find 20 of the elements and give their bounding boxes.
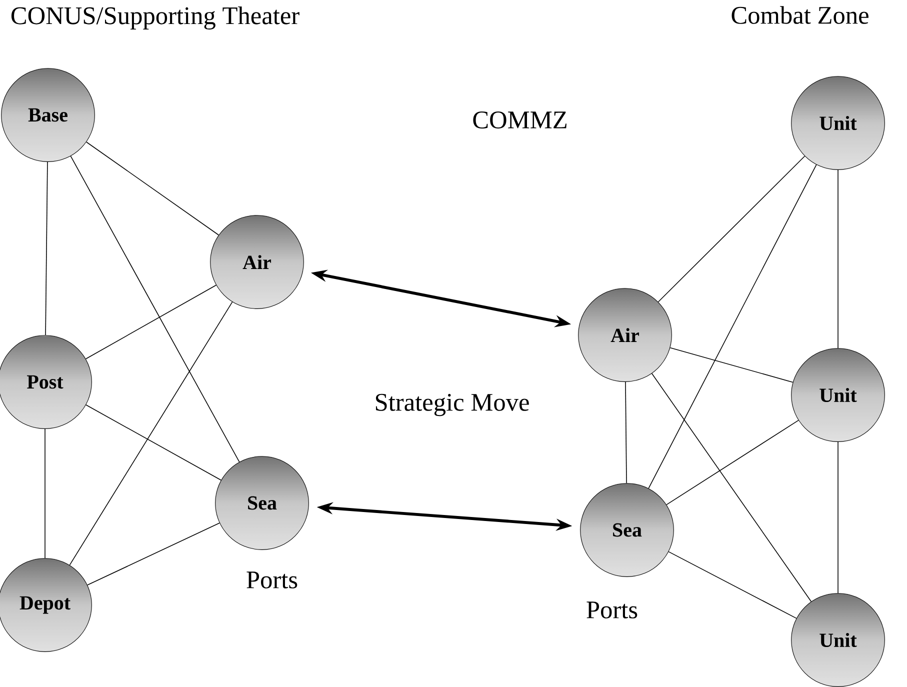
- connector-line: [86, 142, 220, 236]
- connector-line: [670, 347, 794, 383]
- connector-line: [70, 156, 240, 462]
- connector-line: [668, 551, 797, 619]
- connector-line: [69, 302, 233, 566]
- connector-line: [651, 373, 812, 602]
- text-label: COMMZ: [473, 112, 566, 129]
- text-label: Ports: [586, 602, 638, 618]
- connector-line: [648, 164, 817, 489]
- text-label: CONUS/Supporting Theater: [11, 6, 300, 30]
- connector-line: [45, 162, 48, 336]
- connector-line: [625, 382, 627, 484]
- connector-line: [87, 522, 220, 586]
- connector-line: [44, 428, 46, 558]
- connector-line: [86, 404, 222, 481]
- text-label: Combat Zone: [732, 6, 868, 24]
- connector-line: [85, 284, 217, 360]
- connector-line: [658, 156, 806, 302]
- text-label: Strategic Move: [376, 394, 529, 416]
- connector-line: [666, 420, 799, 506]
